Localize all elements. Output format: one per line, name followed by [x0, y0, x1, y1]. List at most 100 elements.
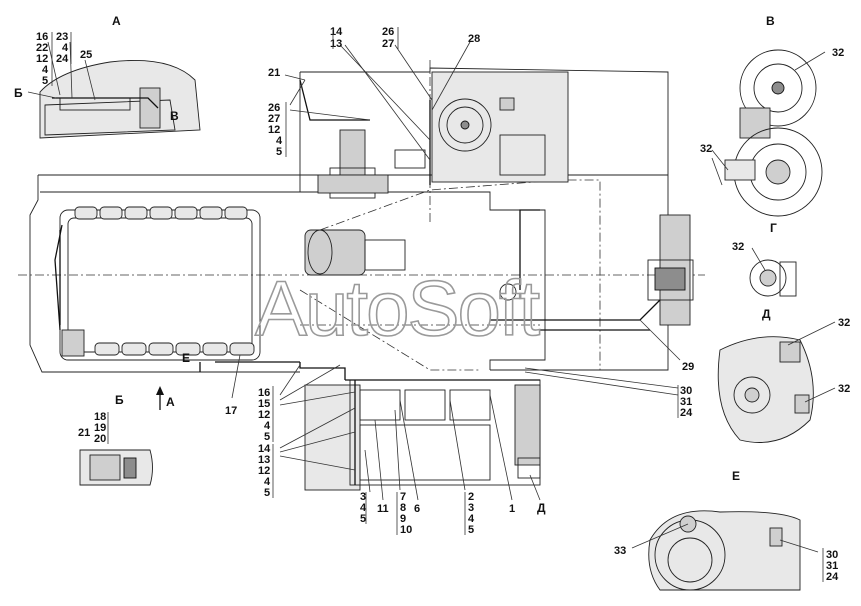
callout: 4	[276, 135, 283, 147]
callout: 16	[36, 31, 48, 43]
callout: 31	[826, 560, 838, 572]
callout: 10	[400, 524, 412, 536]
callout: 8	[400, 502, 406, 514]
right-stack30: 30 31 24	[680, 385, 693, 419]
callout-29: 29	[682, 361, 694, 373]
detA-stack: 16 22 12 4 5	[36, 31, 49, 87]
callout: 30	[680, 385, 692, 397]
callout: 4	[360, 502, 367, 514]
callout: 5	[276, 146, 282, 158]
callout-6: 6	[414, 503, 420, 515]
callout: 4	[264, 420, 271, 432]
detail-B	[79, 449, 153, 486]
detail-D	[717, 336, 814, 443]
callout: 4	[264, 476, 271, 488]
detail-G	[749, 259, 797, 297]
callout: 13	[258, 454, 270, 466]
callout: 5	[264, 487, 270, 499]
callout: 2	[468, 491, 474, 503]
callout: 16	[258, 387, 270, 399]
mid-stack16: 16 15 12 4 5	[258, 387, 271, 443]
top-stack14: 14 13	[330, 26, 343, 50]
detA-stack2: 23 4 24	[56, 31, 69, 65]
view-ref-A: А	[166, 395, 175, 409]
callout: 22	[36, 42, 48, 54]
callout: 24	[680, 407, 693, 419]
callout: 12	[258, 465, 270, 477]
view-ref-D: Д	[537, 501, 546, 515]
view-arrow-A	[156, 386, 164, 410]
callout: 3	[360, 491, 366, 503]
callout-25: 25	[80, 49, 92, 61]
air-filter	[304, 229, 406, 276]
view-title-A: А	[112, 14, 121, 28]
callout: 26	[268, 102, 280, 114]
callout: 12	[258, 409, 270, 421]
view-title-G: Г	[770, 221, 777, 235]
callout-21b: 21	[78, 427, 90, 439]
callout: 13	[330, 38, 342, 50]
detail-E	[648, 510, 801, 591]
view-title-D: Д	[762, 307, 771, 321]
callout: 20	[94, 433, 106, 445]
callout: 15	[258, 398, 270, 410]
detB-stack: 18 19 20	[94, 411, 106, 445]
callout-32-g: 32	[732, 241, 744, 253]
lower-cylinders	[94, 342, 255, 356]
callout-17: 17	[225, 405, 237, 417]
bot-345: 3 4 5	[360, 491, 367, 525]
watermark: AutoSoft	[255, 264, 541, 352]
callout: 30	[826, 549, 838, 561]
callout-11: 11	[377, 503, 389, 515]
upper-cylinders	[74, 206, 248, 220]
callout-21: 21	[268, 67, 280, 79]
battery-area	[304, 379, 541, 491]
callout-32-d1: 32	[838, 317, 850, 329]
left-stack26: 26 27 12 4 5	[268, 102, 283, 158]
radiator	[499, 214, 694, 326]
callout: 5	[264, 431, 270, 443]
view-ref-E: Е	[182, 351, 190, 365]
callout: 7	[400, 491, 406, 503]
detail-V	[724, 49, 823, 217]
callout: 4	[468, 513, 475, 525]
engine-block	[54, 206, 261, 361]
callout: 4	[42, 64, 49, 76]
wiring-harness	[59, 79, 661, 380]
callout: 14	[330, 26, 343, 38]
callout-32-d2: 32	[838, 383, 850, 395]
callout: 19	[94, 422, 106, 434]
callout: 12	[36, 53, 48, 65]
bot-78910: 7 8 9 10	[400, 491, 412, 536]
view-title-V: В	[766, 14, 775, 28]
top-stack26: 26 27	[382, 26, 394, 50]
view-ref-B2: Б	[115, 393, 124, 407]
callout: 4	[62, 42, 69, 54]
callout: 14	[258, 443, 271, 455]
callout: 31	[680, 396, 692, 408]
callout-32-vb: 32	[700, 143, 712, 155]
leader-lines	[27, 41, 836, 553]
callout: 5	[360, 513, 366, 525]
callout: 24	[826, 571, 839, 583]
callout: 5	[468, 524, 474, 536]
e-stack30: 30 31 24	[826, 549, 839, 583]
callout-1: 1	[509, 503, 515, 515]
callout: 9	[400, 513, 406, 525]
callout-32-v: 32	[832, 47, 844, 59]
view-title-E: Е	[732, 469, 740, 483]
mid-stack14: 14 13 12 4 5	[258, 443, 271, 499]
callout: 27	[268, 113, 280, 125]
cab-unit	[317, 71, 569, 199]
callout: 18	[94, 411, 106, 423]
callout: 12	[268, 124, 280, 136]
callout: 26	[382, 26, 394, 38]
callout: 5	[42, 75, 48, 87]
view-ref-B: Б	[14, 86, 23, 100]
callout-33: 33	[614, 545, 626, 557]
callout: 24	[56, 53, 69, 65]
callout: 27	[382, 38, 394, 50]
bot-2345: 2 3 4 5	[468, 491, 475, 536]
